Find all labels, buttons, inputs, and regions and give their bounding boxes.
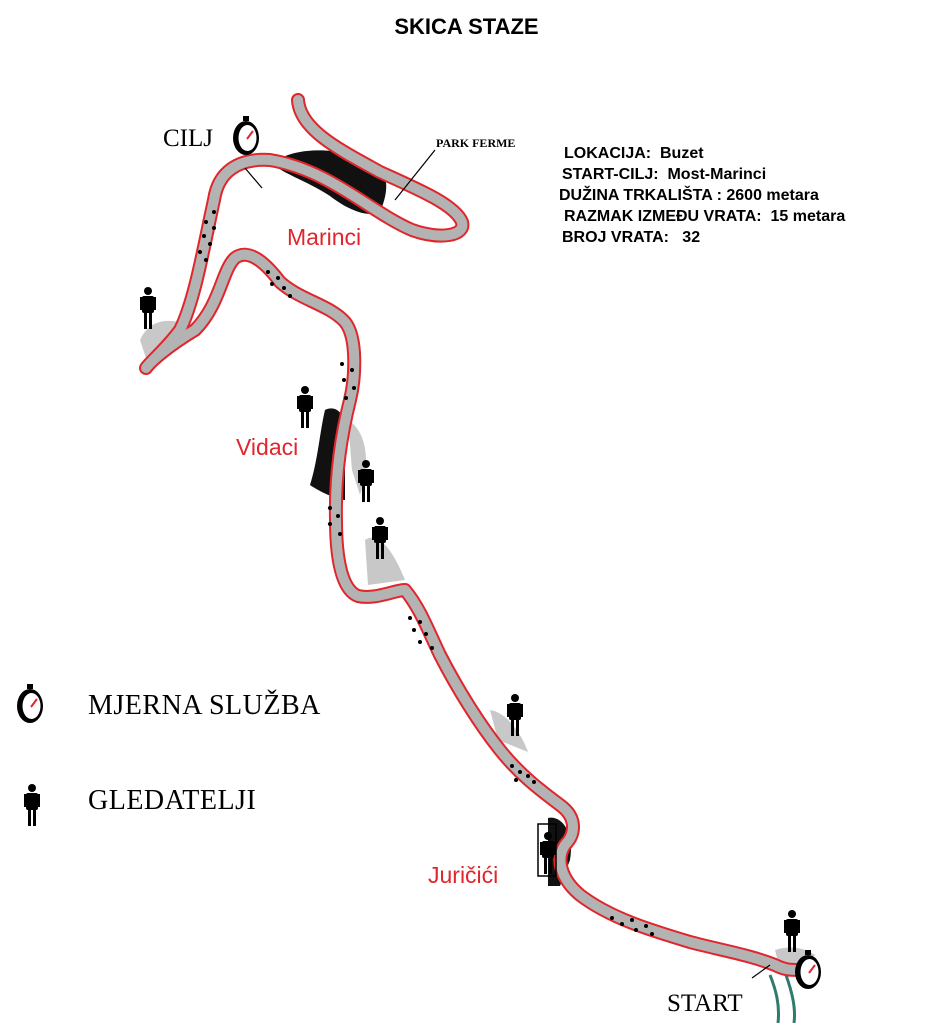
park-ferme-pointer <box>244 149 771 979</box>
start-label: START <box>667 990 743 1017</box>
info-start-finish: START-CILJ: Most-Marinci <box>562 166 767 183</box>
spectator-icon <box>24 784 40 826</box>
spectator-box <box>537 823 557 877</box>
stopwatch-icon <box>16 683 44 724</box>
info-track-length: DUŽINA TRKALIŠTA : 2600 metara <box>559 187 819 204</box>
info-location: LOKACIJA: Buzet <box>564 145 704 162</box>
park-ferme-label: PARK FERME <box>436 136 516 150</box>
legend-timing-label: MJERNA SLUŽBA <box>88 690 321 721</box>
track <box>139 93 807 977</box>
page-title: SKICA STAZE <box>394 14 539 39</box>
spectator-icon <box>297 386 313 428</box>
legend-spectators-label: GLEDATELJI <box>88 785 257 816</box>
place-marinci: Marinci <box>287 224 362 250</box>
stopwatch-icon <box>232 115 260 156</box>
spectator-icon <box>784 910 800 952</box>
place-vidaci: Vidaci <box>236 434 299 460</box>
start-road <box>768 974 796 1023</box>
track-info: LOKACIJA: Buzet START-CILJ: Most-Marinci… <box>558 143 845 248</box>
gates <box>198 210 654 936</box>
place-juricici: Juričići <box>428 862 499 888</box>
spectator-icon <box>140 287 156 329</box>
finish-label: CILJ <box>163 125 213 152</box>
info-gate-count: BROJ VRATA: 32 <box>562 229 701 246</box>
info-gate-spacing: RAZMAK IZMEĐU VRATA: 15 metara <box>564 208 846 225</box>
